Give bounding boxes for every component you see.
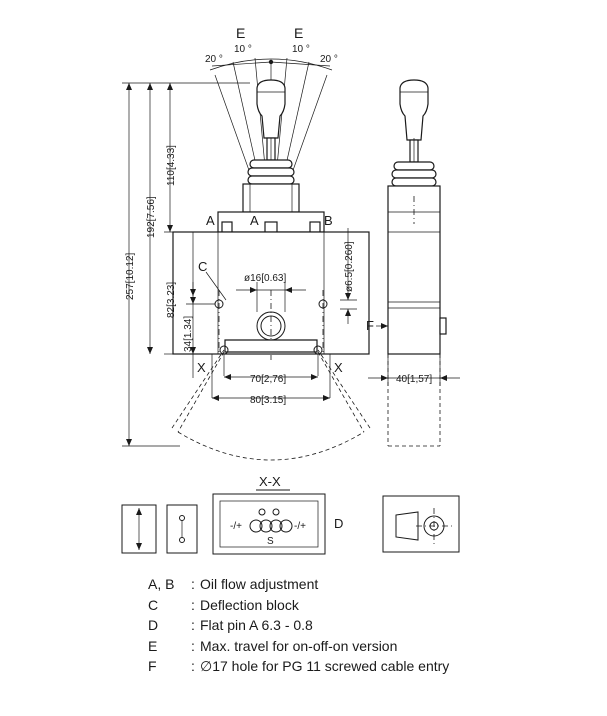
dim-70: 70[2,76]	[250, 374, 286, 385]
label-x-left: X	[197, 360, 206, 375]
legend-text: Max. travel for on-off-on version	[200, 637, 398, 654]
dim-192: 192[7.56]	[146, 196, 157, 238]
legend-key: D	[148, 617, 159, 633]
label-10-left: 10 °	[234, 44, 252, 55]
dim-34: 34[1.34]	[183, 316, 194, 352]
detail-pin-block	[166, 504, 198, 554]
side-view	[368, 79, 460, 447]
detail-side-block	[121, 504, 157, 554]
legend-text: Oil flow adjustment	[200, 576, 319, 592]
label-x-right: X	[334, 360, 343, 375]
label-c: C	[198, 259, 207, 274]
dim-dia65: ø6.5[0.260]	[344, 241, 355, 292]
legend-text: Deflection block	[200, 596, 299, 613]
dim-110: 110[4.33]	[166, 145, 177, 186]
legend-row: A, B: Oil flow adjustment	[148, 574, 588, 595]
dim-dia16: ø16[0.63]	[244, 273, 286, 284]
legend-text: ∅17 hole for PG 11 screwed cable entry	[200, 658, 450, 674]
label-20-left: 20 °	[205, 54, 223, 65]
front-view	[122, 57, 371, 461]
detail-top-view	[382, 495, 460, 553]
legend-key: E	[148, 637, 158, 654]
legend-separator: :	[191, 576, 195, 592]
legend-key: A, B	[148, 576, 175, 592]
legend-separator: :	[191, 637, 195, 654]
legend-row: D: Flat pin A 6.3 - 0.8	[148, 615, 588, 636]
label-s: S	[267, 536, 274, 547]
label-a-mid: A	[250, 213, 259, 228]
legend-row: C: Deflection block	[148, 595, 588, 616]
label-mp-right: -/+	[294, 521, 306, 532]
label-e-left: E	[236, 25, 245, 41]
legend-separator: :	[191, 596, 195, 613]
label-f: F	[366, 318, 374, 333]
label-d: D	[334, 516, 343, 531]
section-x-x	[212, 489, 326, 555]
label-20-right: 20 °	[320, 54, 338, 65]
legend-separator: :	[191, 617, 195, 633]
legend-separator: :	[191, 658, 195, 674]
label-10-right: 10 °	[292, 44, 310, 55]
legend-key: C	[148, 596, 159, 613]
legend-text: Flat pin A 6.3 - 0.8	[200, 617, 313, 633]
dim-82: 82[3.23]	[166, 282, 177, 318]
label-section: X-X	[259, 474, 281, 489]
legend-row: F: ∅17 hole for PG 11 screwed cable entry	[148, 656, 588, 677]
dim-40: 40[1,57]	[396, 374, 432, 385]
technical-drawing: E E 10 ° 10 ° 20 ° 20 ° A A B C X X ø16[…	[121, 25, 460, 555]
legend-row: E: Max. travel for on-off-on version	[148, 636, 588, 657]
label-a-left: A	[206, 213, 215, 228]
dim-257: 257[10.12]	[125, 253, 136, 300]
label-e-right: E	[294, 25, 303, 41]
label-mp-left: -/+	[230, 521, 242, 532]
dim-80: 80[3.15]	[250, 395, 286, 406]
legend-key: F	[148, 658, 157, 674]
label-b: B	[324, 213, 333, 228]
